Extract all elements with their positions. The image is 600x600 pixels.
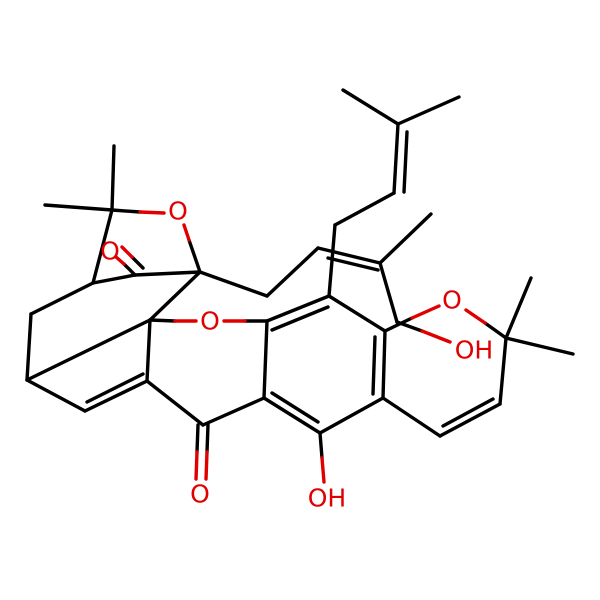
hydroxyl-label: OH [308, 484, 346, 513]
oxygen-label: O [200, 307, 220, 336]
atom-labels: O O O O OH O OH [100, 197, 493, 513]
oxygen-label: O [190, 480, 210, 509]
carbon-bonds [25, 88, 575, 438]
oxygen-label: O [168, 197, 188, 226]
hydroxyl-label: OH [455, 336, 493, 365]
oxygen-label: O [442, 286, 462, 315]
oxygen-label: O [100, 237, 120, 266]
oxygen-bonds [110, 208, 508, 484]
